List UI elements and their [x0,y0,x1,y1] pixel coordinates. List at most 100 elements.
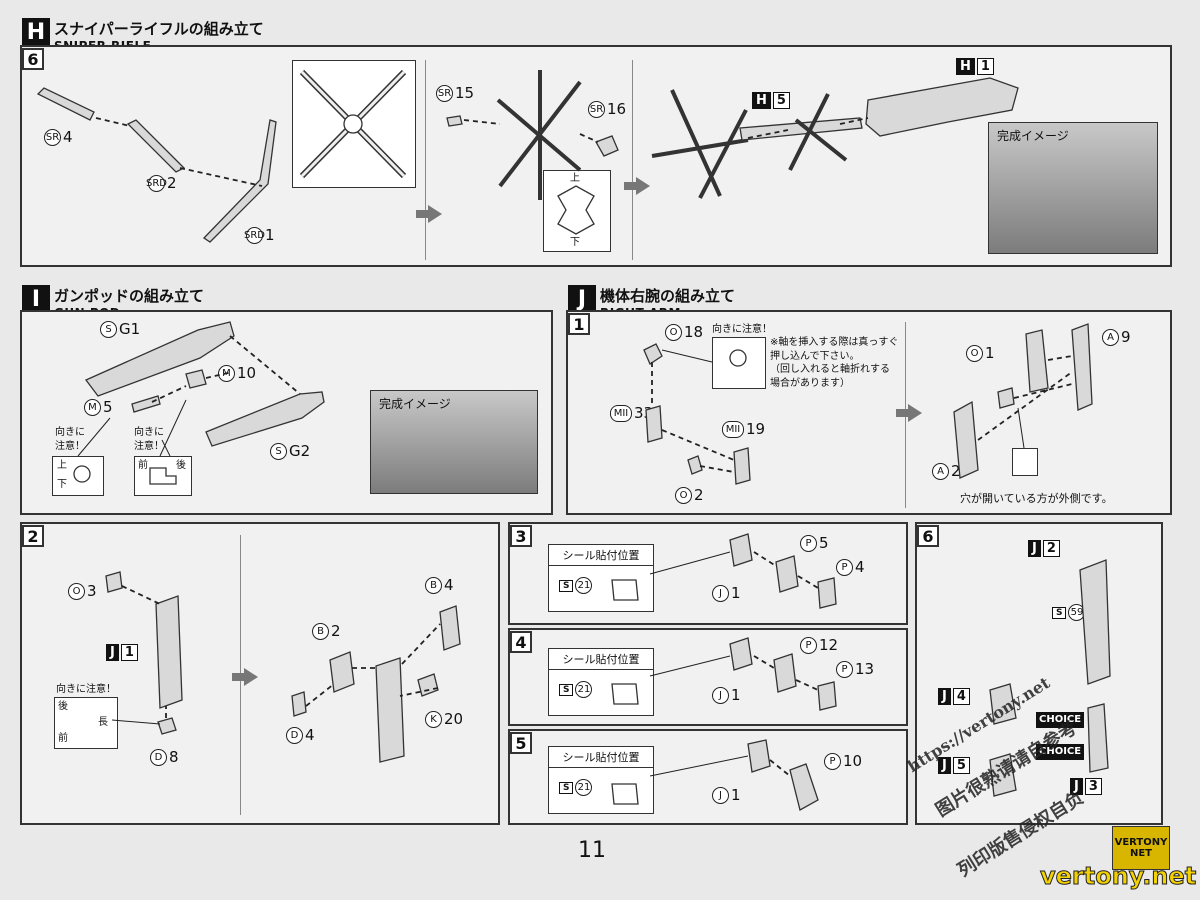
part-p5-shape [775,555,799,593]
hand-j1-shape [729,637,753,671]
orient-top: 上 [570,173,580,184]
orient-detail [54,697,118,749]
label-front: 前 [138,460,148,471]
part-sg2-shape [205,391,325,447]
choice-badge: CHOICE [1036,744,1085,760]
note-orientation: 向きに注意！ [712,324,772,335]
note-orientation-1: 向きに 注意！ [55,427,85,452]
label-back: 後 [58,701,68,712]
image-caption: 完成イメージ [379,397,451,411]
part-p12-shape [773,653,797,693]
step-3: 3 [510,525,532,547]
flow-arrow [624,177,650,195]
part-p4-shape [817,577,837,609]
section-h-title-jp: スナイパーライフルの組み立て [54,20,264,38]
arm-j1-shape [155,595,183,709]
flow-arrow [232,668,258,686]
rifle-barrel [739,117,863,141]
part-m5-shape [131,395,161,413]
section-j-title-jp: 機体右腕の組み立て [600,287,736,305]
gunpod-finished-image: 完成イメージ [370,390,538,494]
divider [425,60,426,260]
part-p13-shape [817,681,837,711]
step-j1: 1 [568,313,590,335]
section-j-letter: J [568,285,596,313]
step-6: 6 [917,525,939,547]
label-top: 上 [57,460,67,471]
hand-j3-shape [1087,703,1109,773]
fist-j4-shape [989,683,1017,725]
part-o18-shape [643,343,663,365]
scope-x-right [651,89,749,199]
orient-glyph [557,185,595,235]
arm-assembly [375,657,405,763]
section-i-header: I ガンポッドの組み立て GUN POD [22,285,204,320]
section-i-title-jp: ガンポッドの組み立て [54,287,205,305]
step2-panel [20,522,500,825]
page-number: 11 [578,838,606,863]
label-long: 長 [98,717,108,728]
part-o3-shape [105,571,123,593]
hand-j1-shape [747,739,771,773]
part-m33-shape [645,405,663,443]
part-b4-shape [439,605,461,651]
part-a9-shape [1071,323,1093,411]
flow-arrow [416,205,442,223]
sticker-shape [611,683,639,705]
sticker-shape [611,783,639,805]
step-2: 2 [22,525,44,547]
step6-panel [915,522,1163,825]
label-back: 後 [176,460,186,471]
label-front: 前 [58,733,68,744]
part-sr16-shape [595,135,619,157]
part-m19-shape [733,447,751,485]
part-srd2-shape [126,119,186,173]
choice-badge: CHOICE [1036,712,1085,728]
part-m10-shape [185,369,207,389]
note-orientation-2: 向きに 注意！ [134,427,164,452]
arm-upper [1025,329,1049,393]
divider [632,60,633,260]
part-srd1-shape [202,119,277,243]
step-h6: 6 [22,48,44,70]
scope-fins [788,93,848,171]
part-k20-shape [417,673,439,697]
part-o1-shape [997,387,1015,409]
part-sr4-shape [36,87,95,121]
part-d4-shape [291,691,307,717]
orient-bottom: 下 [570,237,580,248]
hole-detail [1012,448,1038,476]
part-a2-shape [953,400,979,479]
part-p10-shape [789,763,819,811]
forearm-j2-shape [1079,559,1111,685]
